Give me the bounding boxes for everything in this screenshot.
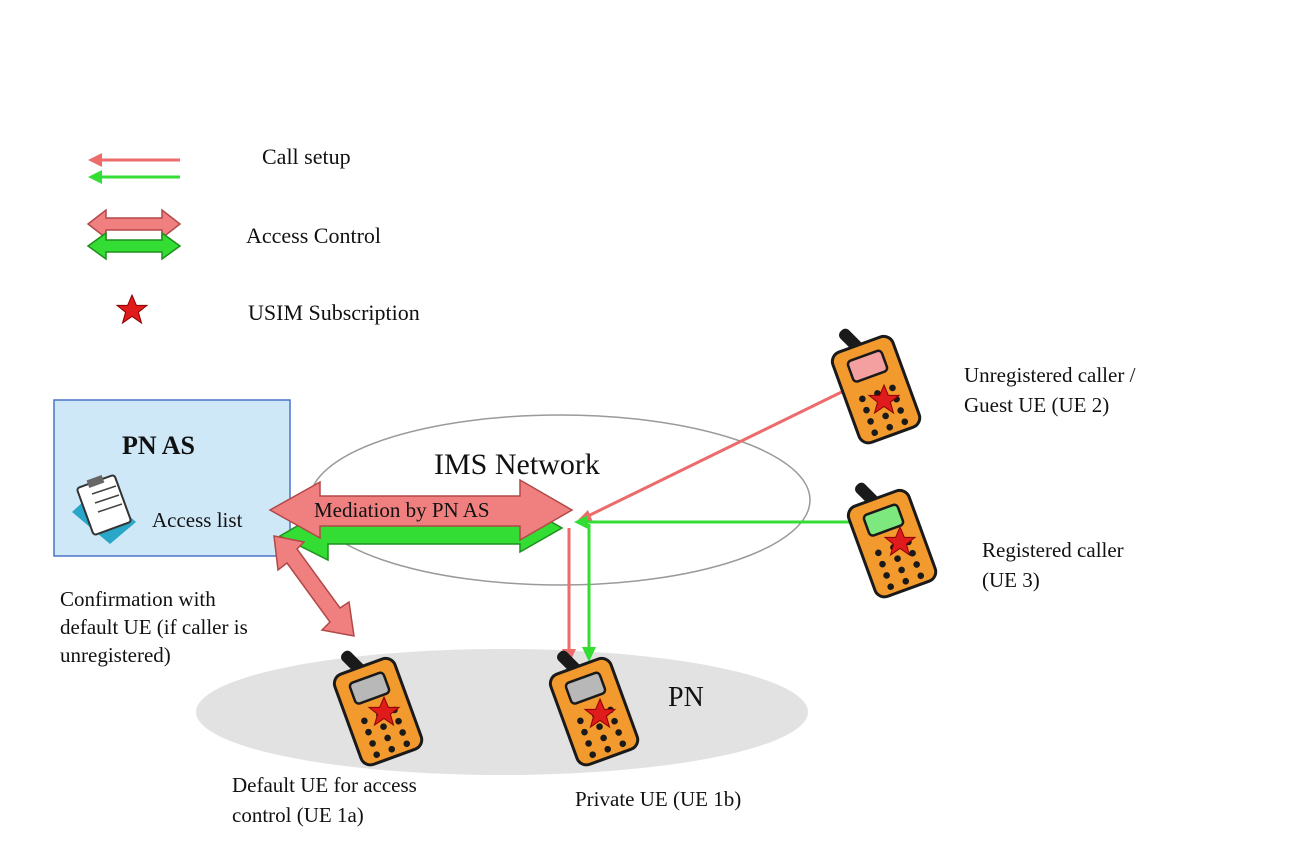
pn-label: PN (668, 682, 704, 713)
legend: Call setup Access Control USIM Subscript… (86, 144, 420, 325)
phone-ue3-icon (836, 465, 941, 602)
ue3-label: Registered caller (UE 3) (982, 538, 1129, 592)
phone-ue1b-icon (538, 633, 643, 770)
pn-cloud (196, 649, 808, 775)
call-red-arrow-to-pn (562, 528, 576, 664)
legend-call-setup-arrows (88, 153, 180, 184)
legend-usim-label: USIM Subscription (248, 300, 420, 325)
phone-ue2-icon (820, 311, 925, 448)
mediation-red-arrow (268, 478, 574, 542)
pn-as-title: PN AS (122, 431, 195, 460)
legend-access-control-arrows (86, 208, 182, 261)
clipboard-icon (72, 474, 136, 544)
ue1a-label: Default UE for access control (UE 1a) (232, 773, 422, 827)
phone-ue1a-icon (322, 633, 427, 770)
legend-call-setup-label: Call setup (262, 144, 351, 169)
call-green-arrow-to-pn (582, 524, 596, 662)
mediation-label: Mediation by PN AS (314, 498, 490, 522)
ue2-label: Unregistered caller / Guest UE (UE 2) (964, 363, 1141, 417)
confirmation-arrow (273, 535, 355, 637)
ue1b-label: Private UE (UE 1b) (575, 787, 741, 811)
pn-as-box: PN AS Access list (53, 399, 291, 557)
legend-star-icon (116, 294, 148, 324)
ims-network-label: IMS Network (434, 448, 600, 481)
confirmation-label: Confirmation with default UE (if caller … (60, 587, 253, 667)
call-red-arrow-ue2 (576, 382, 859, 522)
legend-access-control-label: Access Control (246, 223, 381, 248)
access-list-label: Access list (152, 508, 243, 532)
call-green-arrow-ue3 (574, 515, 850, 529)
